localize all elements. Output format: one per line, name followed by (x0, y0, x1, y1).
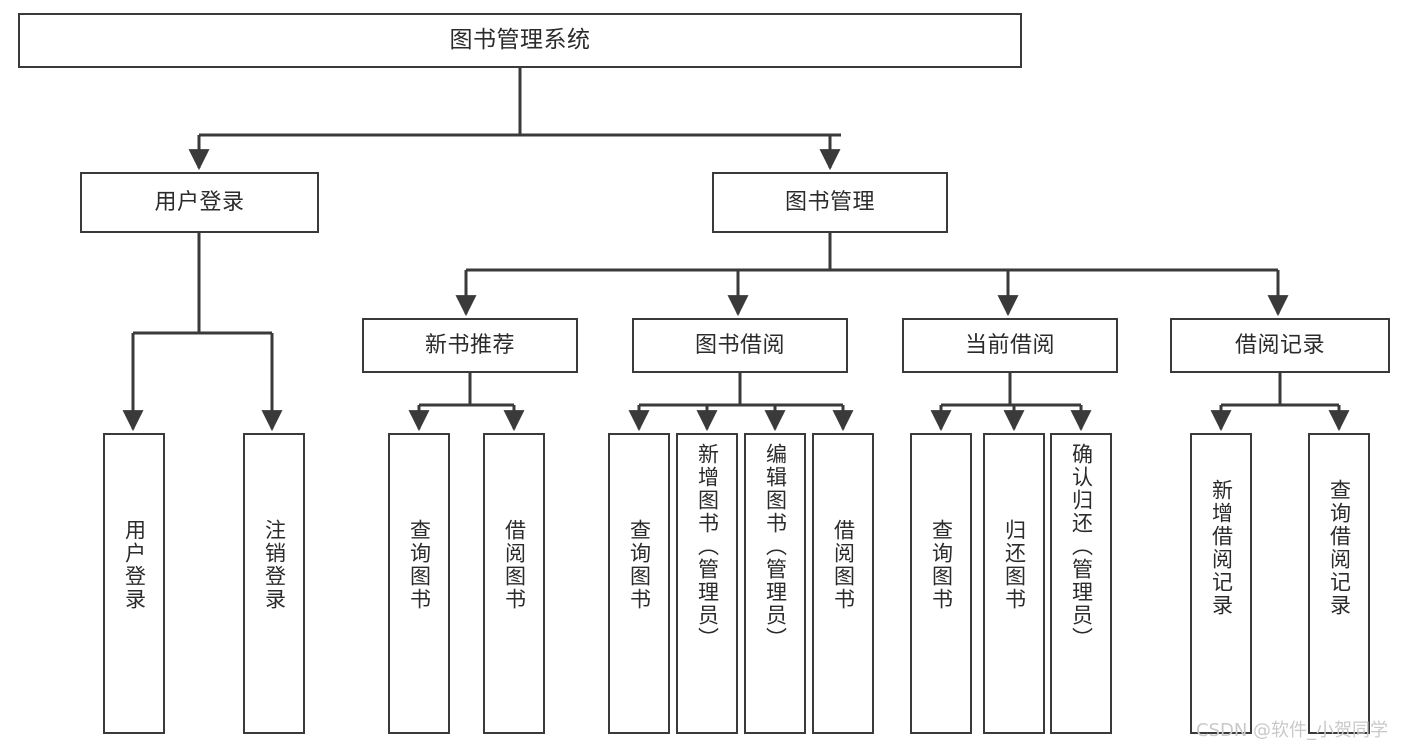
node-leaf-confirm-return[interactable]: 确认归还（管理员） (1050, 433, 1112, 734)
node-new-book-rec-label: 新书推荐 (424, 332, 515, 358)
node-leaf-add-record[interactable]: 新增借阅记录 (1190, 433, 1252, 734)
node-leaf-query-book-3-label: 查询图书 (929, 519, 954, 611)
node-leaf-borrow-book-1-label: 借阅图书 (502, 519, 527, 611)
node-leaf-query-book-1[interactable]: 查询图书 (388, 433, 450, 734)
node-leaf-query-book-3[interactable]: 查询图书 (910, 433, 972, 734)
node-user-login-label: 用户登录 (154, 189, 245, 215)
node-book-borrow-label: 图书借阅 (694, 332, 785, 358)
node-leaf-return-book[interactable]: 归还图书 (983, 433, 1045, 734)
node-root[interactable]: 图书管理系统 (18, 13, 1022, 68)
node-leaf-query-record-label: 查询借阅记录 (1327, 479, 1352, 617)
node-leaf-confirm-return-label: 确认归还（管理员） (1069, 443, 1094, 650)
node-leaf-add-record-label: 新增借阅记录 (1209, 479, 1234, 617)
node-leaf-query-record[interactable]: 查询借阅记录 (1308, 433, 1370, 734)
node-leaf-user-login[interactable]: 用户登录 (103, 433, 165, 734)
node-current-borrow[interactable]: 当前借阅 (902, 318, 1118, 373)
node-user-login[interactable]: 用户登录 (80, 172, 319, 233)
node-leaf-user-login-label: 用户登录 (122, 519, 147, 611)
node-borrow-record[interactable]: 借阅记录 (1170, 318, 1390, 373)
node-book-borrow[interactable]: 图书借阅 (632, 318, 848, 373)
node-leaf-add-book-label: 新增图书（管理员） (695, 443, 720, 650)
node-leaf-query-book-2[interactable]: 查询图书 (608, 433, 670, 734)
node-book-manage[interactable]: 图书管理 (712, 172, 948, 233)
node-leaf-logout-label: 注销登录 (262, 519, 287, 611)
node-leaf-borrow-book-2[interactable]: 借阅图书 (812, 433, 874, 734)
node-leaf-add-book[interactable]: 新增图书（管理员） (676, 433, 738, 734)
node-leaf-query-book-1-label: 查询图书 (407, 519, 432, 611)
node-book-manage-label: 图书管理 (784, 189, 875, 215)
node-root-label: 图书管理系统 (449, 27, 591, 54)
csdn-watermark: CSDN @软件_小贺同学 (1196, 720, 1389, 741)
node-leaf-query-book-2-label: 查询图书 (627, 519, 652, 611)
node-current-borrow-label: 当前借阅 (964, 332, 1055, 358)
node-leaf-edit-book-label: 编辑图书（管理员） (763, 443, 788, 650)
node-leaf-borrow-book-1[interactable]: 借阅图书 (483, 433, 545, 734)
node-leaf-borrow-book-2-label: 借阅图书 (831, 519, 856, 611)
node-borrow-record-label: 借阅记录 (1234, 332, 1325, 358)
node-leaf-return-book-label: 归还图书 (1002, 519, 1027, 611)
node-leaf-logout[interactable]: 注销登录 (243, 433, 305, 734)
node-new-book-rec[interactable]: 新书推荐 (362, 318, 578, 373)
node-leaf-edit-book[interactable]: 编辑图书（管理员） (744, 433, 806, 734)
